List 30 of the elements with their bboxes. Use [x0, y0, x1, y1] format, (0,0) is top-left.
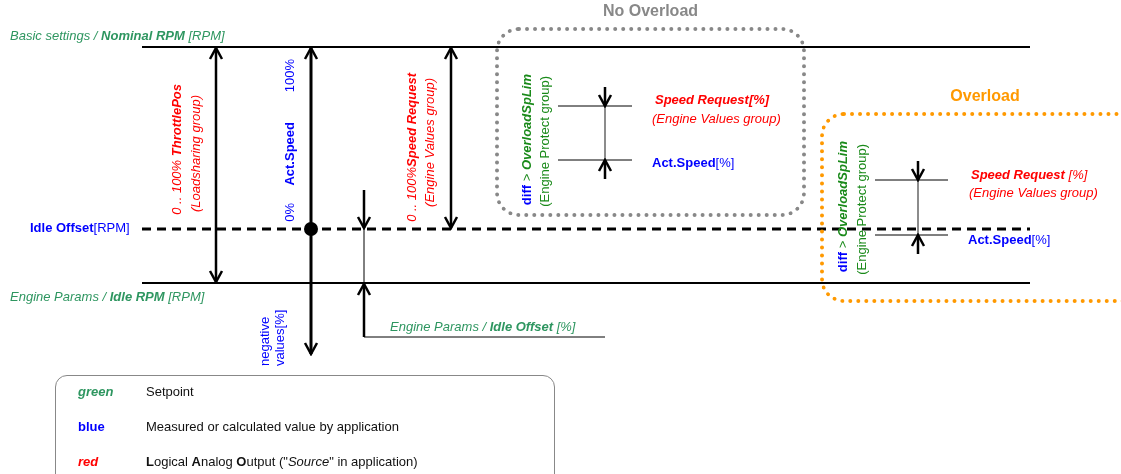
axis-label: (Engine Values group) [423, 78, 438, 207]
axis-label: 0 .. 100% ThrottlePos [170, 84, 185, 215]
legend-text: Setpoint [146, 384, 194, 399]
value-text: Act.Speed[%] [652, 156, 735, 171]
group-heading: Overload [949, 87, 1021, 105]
value-text: Speed Request [%] [971, 168, 1088, 183]
value-text: (Engine Protect group) [538, 76, 553, 207]
axis-label: Basic settings / Nominal RPM [RPM] [10, 29, 225, 44]
legend-text: Logical Analog Output ("Source" in application) [146, 454, 418, 469]
legend-key: green [78, 384, 146, 399]
condition-text: diff > OverloadSpLim [520, 73, 535, 205]
axis-label: 100% [283, 58, 298, 92]
value-text: (Engine Values group) [652, 112, 781, 127]
axis-label: Idle Offset[RPM] [30, 221, 130, 236]
axis-label: Engine Params / Idle RPM [RPM] [10, 290, 205, 305]
axis-label: 0 .. 100%Speed Request [405, 73, 420, 222]
legend-key: blue [78, 419, 146, 434]
axis-label: negative values[%] [258, 308, 288, 366]
legend-key: red [78, 454, 146, 469]
group-heading: No Overload [601, 2, 700, 20]
condition-text: diff > OverloadSpLim [836, 140, 851, 272]
legend-text: Measured or calculated value by application [146, 419, 399, 434]
axis-label: 0% [283, 203, 298, 222]
axis-label: (Loadsharing group) [189, 94, 204, 212]
value-text: Speed Request[%] [655, 93, 770, 108]
axis-label: Act.Speed [283, 122, 298, 186]
axis-label: Engine Params / Idle Offset [%] [390, 320, 576, 335]
value-text: (Engine Values group) [969, 186, 1098, 201]
value-text: Act.Speed[%] [968, 233, 1051, 248]
value-text: (Engine Protect group) [855, 144, 870, 275]
